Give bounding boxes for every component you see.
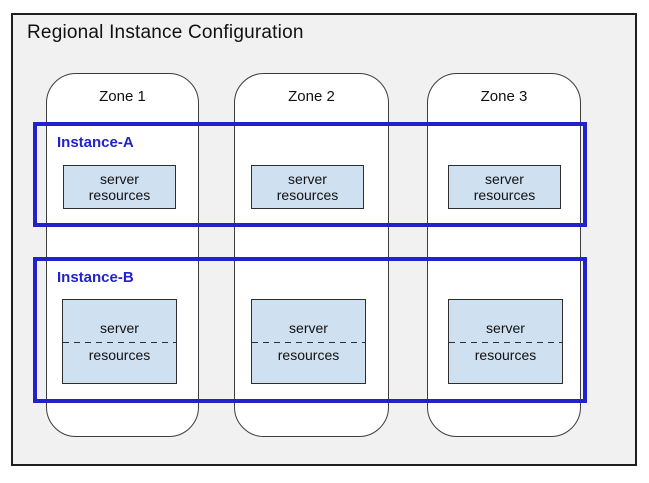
diagram-title: Regional Instance Configuration [27, 22, 304, 43]
instance-a-label: Instance-A [57, 134, 134, 151]
server-resources-text: server [288, 171, 327, 187]
zone-3-label: Zone 3 [480, 88, 528, 105]
server-resources-text: resources [277, 347, 340, 363]
server-resources-text: resources [473, 187, 536, 203]
server-resources-text: resources [474, 347, 537, 363]
server-resources-box-instance-b-zone-1: server resources [62, 299, 177, 384]
instance-b-label: Instance-B [57, 269, 134, 286]
dashed-split-line [449, 341, 562, 343]
instance-b-boundary: Instance-B [33, 257, 587, 403]
server-resources-box-instance-b-zone-2: server resources [251, 299, 366, 384]
server-resources-text: server [485, 171, 524, 187]
zone-2-label: Zone 2 [288, 88, 335, 105]
instance-a-boundary: Instance-A [33, 122, 587, 227]
server-resources-text: server [100, 171, 139, 187]
server-resources-box-instance-a-zone-3: server resources [448, 165, 561, 209]
server-resources-text: resources [88, 187, 151, 203]
zone-1-label: Zone 1 [99, 88, 146, 105]
dashed-split-line [63, 341, 176, 343]
server-resources-box-instance-b-zone-3: server resources [448, 299, 563, 384]
server-resources-box-instance-a-zone-2: server resources [251, 165, 364, 209]
server-resources-text: server [100, 320, 139, 336]
server-resources-text: server [486, 320, 525, 336]
server-resources-text: resources [88, 347, 151, 363]
server-resources-text: resources [276, 187, 339, 203]
server-resources-box-instance-a-zone-1: server resources [63, 165, 176, 209]
server-resources-text: server [289, 320, 328, 336]
dashed-split-line [252, 341, 365, 343]
